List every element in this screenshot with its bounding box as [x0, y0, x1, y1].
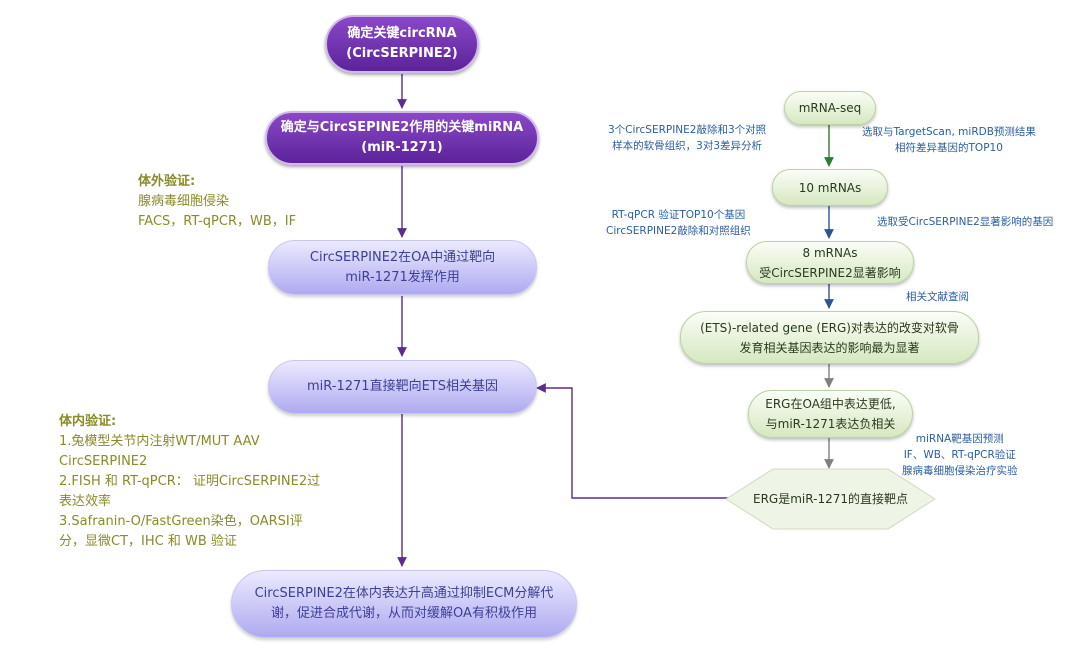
step-mrna-seq: mRNA-seq	[784, 91, 876, 125]
annotation-qpcr-validation: RT-qPCR 验证TOP10个基因 CircSERPINE2敲除和对照组织	[606, 209, 751, 237]
annotation-target-prediction: 选取与TargetScan, miRDB预测结果 相符差异基因的TOP10	[862, 126, 1036, 154]
step-conclusion: CircSERPINE2在体内表达升高通过抑制ECM分解代 谢，促进合成代谢，从…	[231, 570, 577, 638]
arrow-target-to-step4	[536, 383, 733, 499]
annotation-literature-review: 相关文献查阅	[906, 291, 969, 303]
in-vivo-validation-note: 体内验证: 1.兔模型关节内注射WT/MUT AAV CircSERPINE2 …	[59, 414, 321, 549]
in-vitro-title: 体外验证:	[138, 174, 196, 189]
step-identify-circrna: 确定关键circRNA (CircSERPINE2)	[325, 15, 479, 73]
step-identify-mirna: 确定与CircSEPINE2作用的关键miRNA (miR-1271)	[265, 111, 539, 165]
step-8-mrnas: 8 mRNAs 受CircSERPINE2显著影响	[746, 241, 914, 284]
in-vitro-validation-note: 体外验证: 腺病毒细胞侵染 FACS，RT-qPCR，WB，IF	[138, 174, 297, 229]
step-10-mrnas: 10 mRNAs	[772, 169, 888, 206]
annotation-sequencing-samples: 3个CircSERPINE2敲除和3个对照 样本的软骨组织，3对3差异分析	[608, 124, 767, 152]
step-mir1271-target-ets: miR-1271直接靶向ETS相关基因	[268, 360, 537, 414]
step-erg-low-expression: ERG在OA组中表达更低, 与miR-1271表达负相关	[748, 390, 913, 438]
step-circserpine2-mechanism: CircSERPINE2在OA中通过靶向 miR-1271发挥作用	[268, 240, 537, 295]
step-erg-direct-target: ERG是miR-1271的直接靶点	[753, 492, 908, 506]
annotation-select-genes: 选取受CircSERPINE2显著影响的基因	[877, 216, 1054, 228]
erg-target-shape	[725, 468, 936, 530]
in-vivo-title: 体内验证:	[59, 414, 117, 429]
annotation-target-validation: miRNA靶基因预测 IF、WB、RT-qPCR验证 腺病毒细胞侵染治疗实验	[902, 433, 1018, 477]
step-erg-related-gene: (ETS)-related gene (ERG)对表达的改变对软骨 发育相关基因…	[680, 311, 979, 364]
